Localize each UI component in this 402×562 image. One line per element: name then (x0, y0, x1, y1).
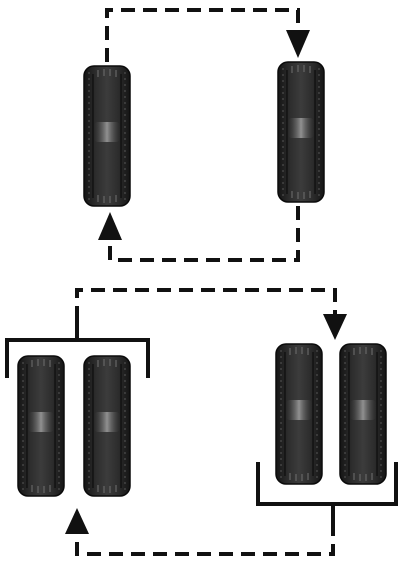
rotation-path-dual-top (75, 288, 337, 320)
tire-dual-right-outer (339, 343, 387, 485)
rotation-path-dual-bottom (75, 522, 335, 556)
single-axle-section (83, 8, 325, 262)
right-axle-bracket (256, 462, 398, 506)
arrow-up-icon (65, 508, 89, 534)
tire-front-right (277, 61, 325, 203)
dual-wheel-section (5, 288, 398, 556)
rotation-path-bottom (108, 206, 300, 262)
rotation-path-top (105, 8, 300, 62)
arrow-up-icon (98, 212, 122, 240)
arrow-down-icon (286, 30, 310, 58)
tire-dual-left-inner (17, 355, 65, 497)
tire-dual-right-inner (275, 343, 323, 485)
tire-front-left (83, 65, 131, 207)
tire-dual-left-outer (83, 355, 131, 497)
arrow-down-icon (323, 314, 347, 340)
